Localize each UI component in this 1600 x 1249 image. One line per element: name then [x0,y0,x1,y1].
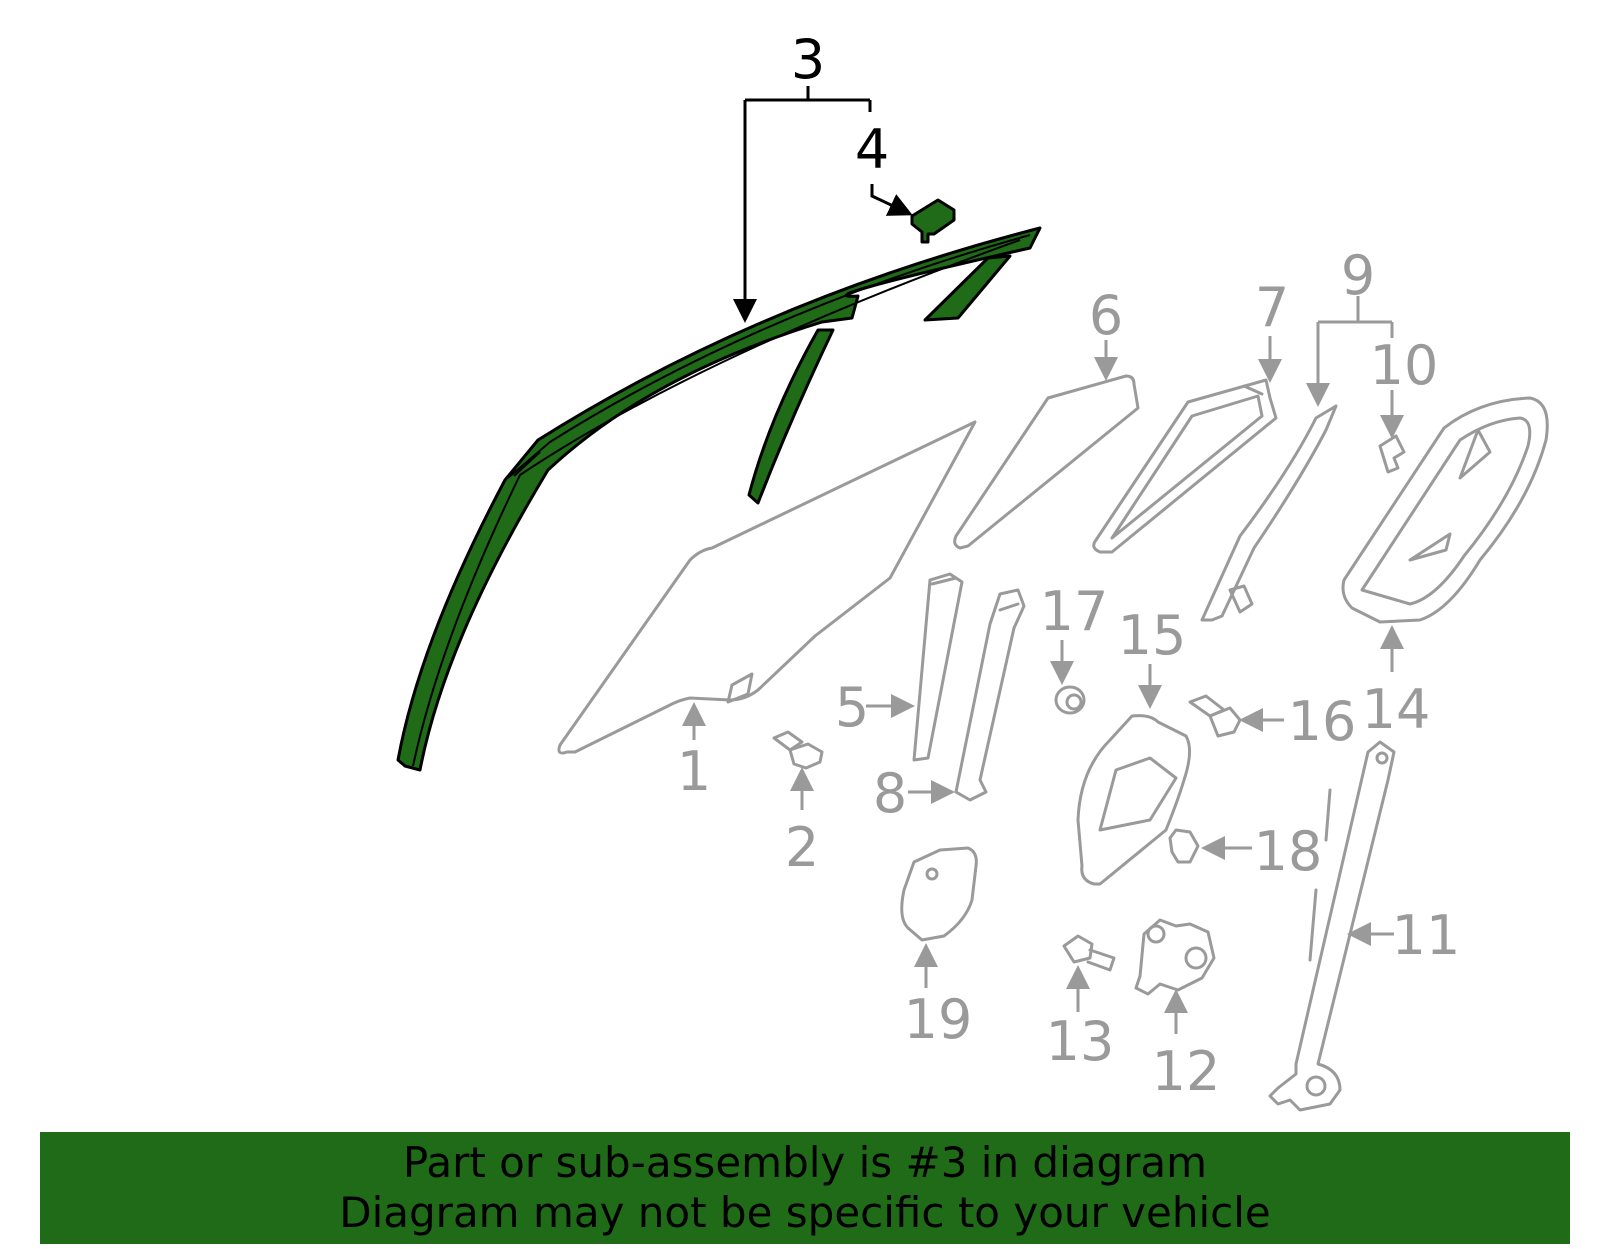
bolt-part-16 [1188,694,1242,738]
channel-bracket-part-8 [954,588,1026,802]
callout-7: 7 [1255,276,1289,339]
callout-11: 11 [1392,904,1461,967]
bolt-part-2 [772,730,824,770]
callout-4: 4 [855,118,889,181]
seal-strip-part-9 [1200,404,1338,622]
callout-3-leader [733,86,872,323]
callout-16: 16 [1288,690,1357,753]
callout-8: 8 [873,762,907,825]
callout-17: 17 [1040,580,1109,643]
callout-12: 12 [1152,1040,1221,1103]
access-panel-part-14 [1341,396,1549,624]
banner-line-2: Diagram may not be specific to your vehi… [339,1188,1271,1237]
callout-9: 9 [1341,244,1375,307]
callout-6: 6 [1089,284,1123,347]
callout-4-leader [870,184,913,216]
callout-9-leader [1318,296,1394,338]
parts-diagram: 3 4 1 2 5 6 7 8 9 [396,28,1549,1112]
push-clip-part-18 [1168,828,1200,864]
run-channel-part-3 [396,226,1042,772]
callout-10: 10 [1370,334,1439,397]
callout-19: 19 [904,988,973,1051]
grommet-part-17 [1054,685,1086,715]
regulator-rail-part-11 [1268,740,1396,1112]
callout-1: 1 [677,740,711,803]
motor-part-12 [1134,918,1216,996]
clip-part-4 [910,198,956,244]
quarter-glass-part-6 [953,374,1140,550]
info-banner: Part or sub-assembly is #3 in diagram Di… [40,1132,1570,1244]
banner-line-1: Part or sub-assembly is #3 in diagram [402,1138,1208,1187]
channel-part-5 [912,572,964,762]
callout-15: 15 [1118,604,1187,667]
callout-5: 5 [835,676,869,739]
motor-plate-part-15 [1076,714,1191,886]
callout-13: 13 [1046,1010,1115,1073]
callout-18: 18 [1254,820,1323,883]
clip-part-10 [1378,434,1406,474]
shield-part-19 [900,846,978,942]
callout-2: 2 [785,816,819,879]
quarter-frame-part-7 [1092,378,1278,554]
bolt-part-13 [1062,934,1116,972]
door-glass-part-1 [557,420,977,755]
callout-14: 14 [1362,678,1431,741]
callout-3: 3 [791,28,825,91]
